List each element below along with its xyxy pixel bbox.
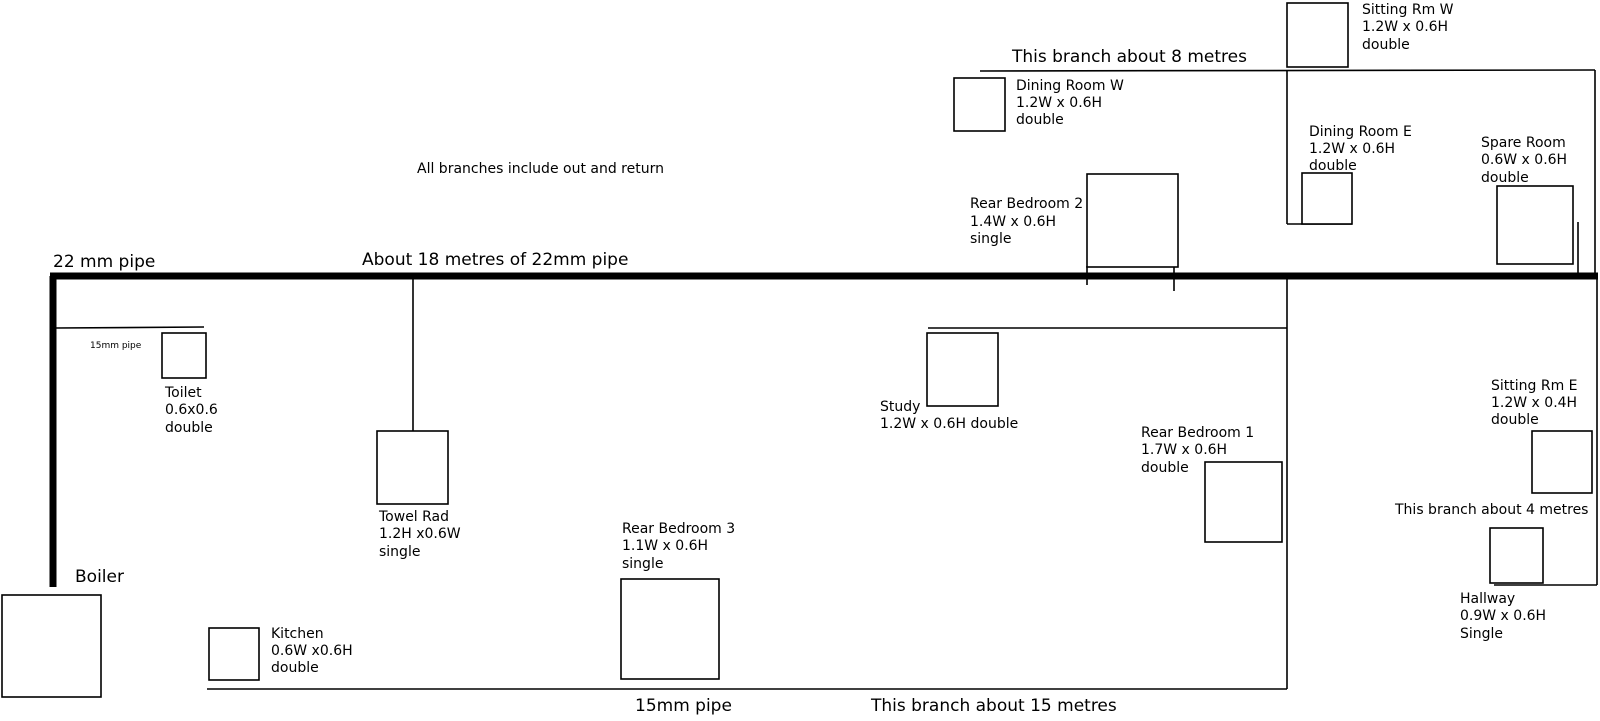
note-22mm-pipe: 22 mm pipe bbox=[53, 252, 155, 272]
label-dining-room-e: Dining Room E 1.2W x 0.6H double bbox=[1309, 124, 1412, 174]
label-sitting-rm-w: Sitting Rm W 1.2W x 0.6H double bbox=[1362, 2, 1454, 53]
svg-text:Dining Room E: Dining Room E bbox=[1309, 124, 1412, 140]
svg-text:double: double bbox=[1491, 412, 1539, 428]
note-branch-8m: This branch about 8 metres bbox=[1011, 47, 1247, 67]
svg-text:Spare Room: Spare Room bbox=[1481, 135, 1566, 151]
svg-text:Rear Bedroom 2: Rear Bedroom 2 bbox=[970, 196, 1083, 212]
radiator-hallway bbox=[1489, 527, 1544, 584]
svg-text:single: single bbox=[970, 231, 1011, 247]
svg-text:double: double bbox=[1016, 112, 1064, 128]
svg-text:double: double bbox=[271, 660, 319, 676]
radiator-towel-rad bbox=[376, 430, 449, 505]
svg-text:Kitchen: Kitchen bbox=[271, 626, 324, 642]
radiator-rear-bedroom-2 bbox=[1086, 173, 1179, 268]
radiator-sitting-rm-e bbox=[1531, 430, 1593, 494]
svg-text:single: single bbox=[379, 544, 420, 560]
toilet-branch-pipe bbox=[55, 326, 205, 329]
boiler-label: Boiler bbox=[75, 567, 124, 587]
svg-text:1.2W x 0.6H: 1.2W x 0.6H bbox=[1362, 19, 1448, 35]
label-hallway: Hallway 0.9W x 0.6H Single bbox=[1460, 591, 1546, 642]
svg-text:1.4W x 0.6H: 1.4W x 0.6H bbox=[970, 214, 1056, 230]
svg-text:single: single bbox=[622, 556, 663, 572]
svg-text:Rear Bedroom 3: Rear Bedroom 3 bbox=[622, 521, 735, 537]
radiator-rear-bedroom-3 bbox=[620, 578, 720, 680]
svg-text:double: double bbox=[1481, 170, 1529, 186]
note-branch-15m: This branch about 15 metres bbox=[870, 696, 1117, 716]
svg-text:1.7W x 0.6H: 1.7W x 0.6H bbox=[1141, 442, 1227, 458]
svg-text:1.2W x 0.6H double: 1.2W x 0.6H double bbox=[880, 416, 1018, 432]
radiator-rear-bedroom-1 bbox=[1204, 461, 1283, 543]
radiator-study bbox=[926, 332, 999, 407]
svg-text:Hallway: Hallway bbox=[1460, 591, 1515, 607]
label-spare-room: Spare Room 0.6W x 0.6H double bbox=[1481, 135, 1567, 186]
label-sitting-rm-e: Sitting Rm E 1.2W x 0.4H double bbox=[1491, 378, 1578, 428]
svg-text:0.6W x 0.6H: 0.6W x 0.6H bbox=[1481, 152, 1567, 168]
radiator-dining-room-e bbox=[1301, 172, 1353, 225]
svg-text:Single: Single bbox=[1460, 626, 1503, 642]
note-all-branches: All branches include out and return bbox=[417, 161, 664, 177]
label-dining-room-w: Dining Room W 1.2W x 0.6H double bbox=[1016, 78, 1124, 128]
svg-text:1.2H x0.6W: 1.2H x0.6W bbox=[379, 526, 461, 542]
svg-text:double: double bbox=[1362, 37, 1410, 53]
radiator-dining-room-w bbox=[953, 77, 1006, 132]
svg-text:0.6x0.6: 0.6x0.6 bbox=[165, 402, 218, 418]
label-kitchen: Kitchen 0.6W x0.6H double bbox=[271, 626, 353, 676]
svg-text:Sitting Rm E: Sitting Rm E bbox=[1491, 378, 1578, 394]
label-rear-bedroom-2: Rear Bedroom 2 1.4W x 0.6H single bbox=[970, 196, 1083, 247]
label-rear-bedroom-3: Rear Bedroom 3 1.1W x 0.6H single bbox=[622, 521, 735, 572]
svg-text:1.2W x 0.4H: 1.2W x 0.4H bbox=[1491, 395, 1577, 411]
radiator-kitchen bbox=[208, 627, 260, 681]
label-towel-rad: Towel Rad 1.2H x0.6W single bbox=[378, 509, 461, 560]
svg-text:0.6W x0.6H: 0.6W x0.6H bbox=[271, 643, 353, 659]
svg-text:Study: Study bbox=[880, 399, 920, 415]
note-15mm-pipe-small: 15mm pipe bbox=[90, 341, 142, 351]
svg-text:1.1W x 0.6H: 1.1W x 0.6H bbox=[622, 538, 708, 554]
label-rear-bedroom-1: Rear Bedroom 1 1.7W x 0.6H double bbox=[1141, 425, 1254, 476]
svg-text:1.2W x 0.6H: 1.2W x 0.6H bbox=[1016, 95, 1102, 111]
radiator-toilet bbox=[161, 332, 207, 379]
svg-text:0.9W x 0.6H: 0.9W x 0.6H bbox=[1460, 608, 1546, 624]
svg-text:double: double bbox=[1309, 158, 1357, 174]
svg-text:Toilet: Toilet bbox=[164, 385, 202, 401]
svg-text:Towel Rad: Towel Rad bbox=[378, 509, 449, 525]
note-15mm-pipe-bottom: 15mm pipe bbox=[635, 696, 732, 716]
note-main-run: About 18 metres of 22mm pipe bbox=[362, 250, 628, 270]
svg-text:Rear Bedroom 1: Rear Bedroom 1 bbox=[1141, 425, 1254, 441]
radiator-spare-room bbox=[1496, 185, 1574, 265]
svg-text:Dining Room W: Dining Room W bbox=[1016, 78, 1124, 94]
svg-text:double: double bbox=[165, 420, 213, 436]
label-toilet: Toilet 0.6x0.6 double bbox=[164, 385, 218, 436]
label-study: Study 1.2W x 0.6H double bbox=[880, 399, 1018, 432]
svg-text:1.2W x 0.6H: 1.2W x 0.6H bbox=[1309, 141, 1395, 157]
radiator-sitting-rm-w bbox=[1286, 2, 1349, 68]
boiler-box bbox=[1, 594, 102, 698]
svg-text:double: double bbox=[1141, 460, 1189, 476]
note-branch-4m: This branch about 4 metres bbox=[1394, 502, 1588, 518]
svg-text:Sitting Rm W: Sitting Rm W bbox=[1362, 2, 1454, 18]
